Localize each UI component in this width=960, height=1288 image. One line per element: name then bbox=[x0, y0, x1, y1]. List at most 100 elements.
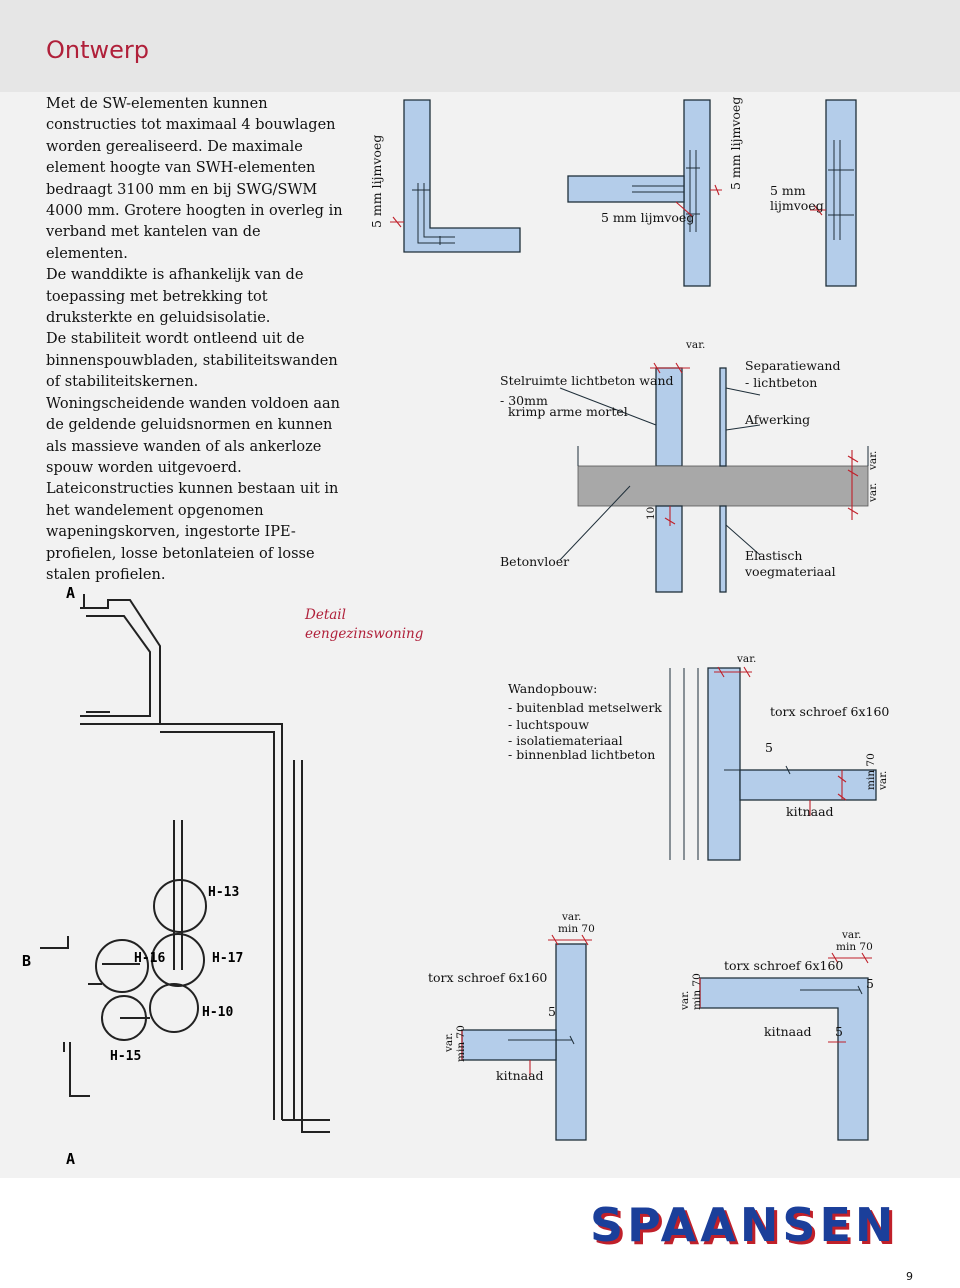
page-number: 9 bbox=[906, 1270, 913, 1283]
annotation: Stelruimte lichtbeton wand bbox=[500, 373, 674, 388]
caption-line: Detail bbox=[305, 607, 346, 623]
joint-label: 5 mm bbox=[770, 183, 806, 198]
dimension-label: 5 bbox=[866, 976, 874, 991]
corner-detail: 5 mm lijmvoeg 5 mm lijmvoeg 5 mm lijmvoe… bbox=[22, 97, 889, 1168]
screw-t-detail: var. min 70 torx schroef 6x160 5 var. mi… bbox=[22, 584, 874, 1168]
annotation: - buitenblad metselwerk bbox=[508, 700, 662, 715]
section-line bbox=[40, 936, 69, 949]
outer-leaf bbox=[669, 668, 699, 860]
dimension-mark bbox=[847, 450, 859, 520]
dimension-label: var. bbox=[443, 1033, 455, 1053]
concrete-floor bbox=[577, 465, 869, 507]
straight-joint-detail: 5 mm lijmvoeg var. 10 Stelruimte lichtbe… bbox=[22, 99, 889, 1168]
t-junction-detail: 5 mm lijmvoeg 5 mm lijmvoeg 5 mm lijmvoe… bbox=[22, 97, 889, 1168]
upper-wall bbox=[655, 367, 683, 467]
lower-wall bbox=[655, 505, 683, 593]
section-line bbox=[69, 1042, 90, 1097]
leader-line bbox=[725, 387, 761, 556]
annotation: torx schroef 6x160 bbox=[770, 704, 889, 719]
annotation: kitnaad bbox=[764, 1024, 812, 1039]
plan-wall bbox=[80, 615, 151, 717]
section-marker: B bbox=[22, 952, 31, 970]
section-marker: A bbox=[66, 1150, 75, 1168]
screw-corner-detail: var. min 70 torx schroef 6x160 5 var. mi… bbox=[22, 584, 874, 1168]
floor-junction-detail: var. 10 Stelruimte lichtbeton wand - 30m… bbox=[22, 339, 889, 1168]
intro-text: Met de SW-elementen kunnen constructies … bbox=[46, 94, 346, 586]
paragraph: Lateiconstructies kunnen bestaan uit in … bbox=[46, 481, 339, 583]
dimension-label: 5 bbox=[835, 1024, 843, 1039]
annotation: Elastisch bbox=[745, 548, 802, 563]
annotation: krimp arme mortel bbox=[508, 404, 628, 419]
detail-circle bbox=[149, 983, 199, 1033]
wall-element bbox=[825, 99, 857, 287]
dimension-mark bbox=[461, 934, 592, 1076]
page-title: Ontwerp bbox=[46, 36, 150, 64]
annotation: Betonvloer bbox=[500, 554, 569, 569]
separation-wall bbox=[739, 769, 877, 801]
detail-circle bbox=[153, 879, 207, 933]
annotation: torx schroef 6x160 bbox=[428, 970, 547, 985]
joint-label: 5 mm lijmvoeg bbox=[369, 135, 384, 228]
dimension-mark bbox=[650, 362, 690, 526]
dimension-label: 10 bbox=[645, 507, 657, 520]
detail-circle bbox=[101, 995, 147, 1041]
plan-wall bbox=[63, 711, 183, 1052]
detail-tag: H-10 bbox=[202, 1005, 233, 1020]
detail-circle bbox=[151, 933, 205, 987]
dimension-label: var. bbox=[679, 991, 691, 1011]
detail-circle bbox=[95, 939, 149, 993]
plan-wall bbox=[80, 599, 161, 725]
dimension-label: min 70 bbox=[836, 941, 873, 953]
detail-tag: H-16 bbox=[134, 951, 165, 966]
screw bbox=[508, 1035, 575, 1045]
side-wall bbox=[567, 175, 685, 203]
dimension-label: min 70 bbox=[865, 753, 877, 790]
finishing-layer bbox=[719, 505, 727, 593]
plan-wall bbox=[160, 723, 283, 1120]
dimension-label: var. bbox=[736, 653, 756, 665]
wall-anchor bbox=[632, 150, 700, 232]
corner-wall bbox=[403, 99, 521, 253]
wall-anchor bbox=[828, 140, 854, 240]
detail-tag: H-17 bbox=[212, 951, 243, 966]
main-wall bbox=[555, 943, 587, 1141]
dimension-label: var. bbox=[561, 911, 581, 923]
annotation: - 30mm bbox=[500, 393, 548, 408]
footer-band bbox=[0, 1178, 960, 1288]
annotation: torx schroef 6x160 bbox=[724, 958, 843, 973]
dimension-label: var. bbox=[867, 483, 879, 503]
detail-caption: Detail eengezinswoning bbox=[305, 606, 423, 644]
paragraph: De stabiliteit wordt ontleend uit de bin… bbox=[46, 331, 338, 391]
dimension-label: 5 bbox=[765, 740, 773, 755]
annotation: - luchtspouw bbox=[508, 717, 589, 732]
dimension-label: var. bbox=[867, 451, 879, 471]
joint-mark bbox=[390, 216, 404, 228]
finishing-layer bbox=[719, 367, 727, 467]
dimension-label: min 70 bbox=[558, 923, 595, 935]
dimension-label: 5 bbox=[548, 1004, 556, 1019]
wall-anchor bbox=[412, 183, 455, 245]
side-wall bbox=[461, 1029, 557, 1061]
dimension-label: min 70 bbox=[691, 973, 703, 1010]
annotation: - binnenblad lichtbeton bbox=[508, 747, 655, 762]
dimension-mark bbox=[699, 952, 872, 1043]
paragraph: De wanddikte is afhankelijk van de toepa… bbox=[46, 267, 304, 327]
joint-label: 5 mm lijmvoeg bbox=[601, 210, 694, 225]
leader-line bbox=[559, 387, 869, 561]
annotation: - isolatiemateriaal bbox=[508, 733, 623, 748]
annotation: kitnaad bbox=[786, 804, 834, 819]
dimension-mark bbox=[714, 666, 847, 816]
section-marker: A bbox=[66, 584, 75, 602]
screw bbox=[724, 765, 791, 775]
dimension-label: var. bbox=[685, 339, 705, 351]
detail-tag: H-13 bbox=[208, 885, 239, 900]
annotation: Separatiewand bbox=[745, 358, 840, 373]
annotation: Wandopbouw: bbox=[508, 681, 597, 696]
dimension-label: var. bbox=[841, 929, 861, 941]
detail-tag: H-15 bbox=[110, 1049, 141, 1064]
joint-label: lijmvoeg bbox=[770, 198, 824, 213]
annotation: kitnaad bbox=[496, 1068, 544, 1083]
joint-mark bbox=[675, 184, 722, 217]
dimension-label: min 70 bbox=[455, 1025, 467, 1062]
